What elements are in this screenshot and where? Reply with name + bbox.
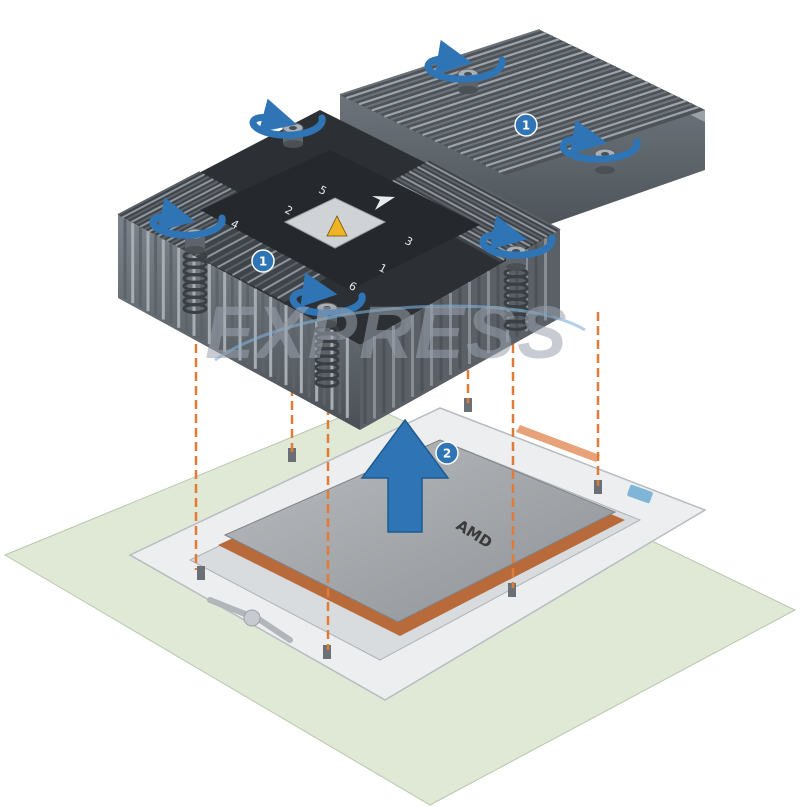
svg-text:1: 1 [259, 255, 267, 269]
rotation-arrows [149, 39, 641, 317]
socket-lever-pivot [243, 609, 261, 627]
step-badge-1-front: 1 [251, 249, 275, 273]
screw-spring [182, 303, 208, 314]
screw-base [506, 263, 526, 271]
heatsink-fin [121, 173, 205, 219]
step-badge-1-rear: 1 [514, 113, 538, 137]
screw-slot [289, 126, 297, 130]
warning-triangle [326, 215, 348, 237]
heatsink-fin [429, 159, 561, 231]
socket-latch-blue [627, 484, 653, 504]
heatsink-fin [425, 161, 557, 234]
rotate-arrow-icon [149, 197, 226, 239]
screw-base [317, 320, 337, 328]
rotate-arrow-icon [479, 215, 556, 259]
heatsink-fin [415, 65, 617, 133]
screw-base [595, 166, 615, 174]
svg-text:EXPRESS: EXPRESS [205, 291, 569, 374]
heatsink-fin [434, 75, 636, 143]
rotate-arrow-icon [249, 98, 326, 139]
screw-spring [503, 320, 529, 331]
heatsink-fin [460, 87, 661, 155]
heatsink-fin [441, 78, 642, 146]
heatsink-fin [428, 72, 630, 140]
heatsink-fin [390, 53, 592, 121]
orientation-arrow-icon [372, 196, 395, 210]
heatsink-fin [409, 62, 611, 130]
rotate-arrow-icon [289, 272, 366, 317]
heatsink-fin [117, 171, 201, 216]
step-badge-2: 2 [435, 441, 459, 465]
heatsink-fin [466, 90, 668, 158]
screw-base [185, 246, 205, 254]
lift-arrow [360, 418, 450, 533]
rotate-arrow-icon [559, 119, 641, 163]
svg-text:2: 2 [443, 447, 451, 461]
heatsink-fin [421, 163, 552, 236]
screw-base [283, 140, 303, 148]
heatsink-fin [396, 56, 598, 124]
heatsink-fin [453, 84, 655, 152]
heatsink-fin [403, 59, 604, 127]
screw-spring [314, 377, 340, 388]
heatsink-fin [447, 81, 649, 149]
watermark: EXPRESS [205, 291, 586, 374]
svg-text:1: 1 [522, 119, 530, 133]
heatsink-fin [422, 68, 623, 137]
socket-rail-orange [516, 425, 600, 462]
screw-base [458, 86, 478, 94]
heatsink-fin [384, 50, 585, 118]
socket-screw-posts [197, 398, 602, 659]
rotate-arrow-icon [424, 39, 506, 83]
